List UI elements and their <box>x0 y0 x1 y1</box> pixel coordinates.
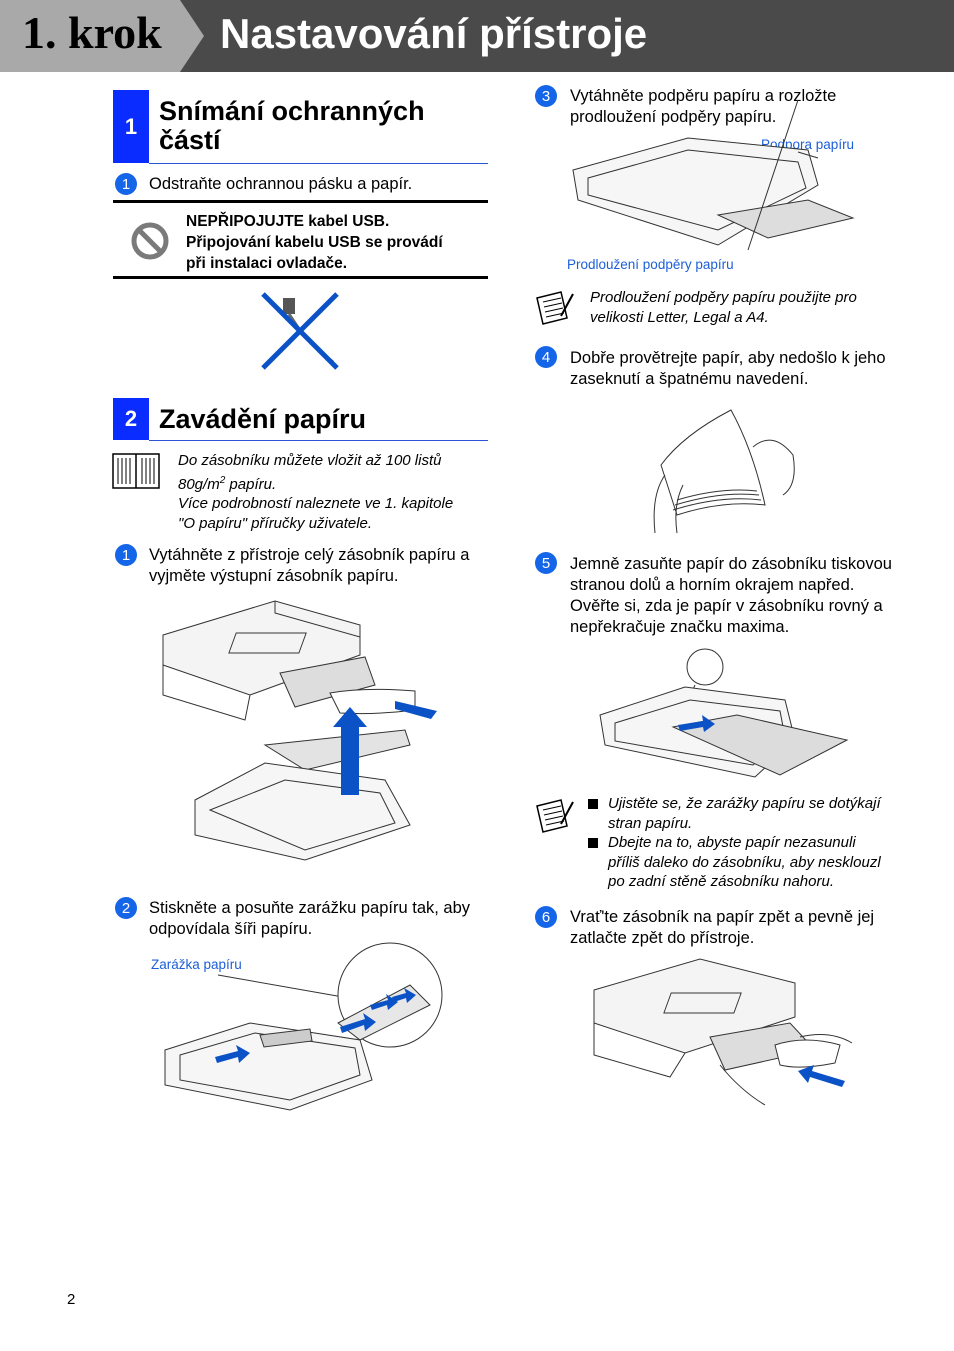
memo-note-icon <box>536 799 574 833</box>
step-bullet: 2 <box>115 897 137 919</box>
caption-support-extension: Prodloužení podpěry papíru <box>567 257 734 272</box>
note-superscript: 2 <box>219 474 226 486</box>
step-line: Vytáhněte z přístroje celý zásobník papí… <box>149 546 470 564</box>
step-line: zaseknutí a špatnému navedení. <box>570 370 809 388</box>
section-rule <box>149 163 488 164</box>
warning-line: NEPŘIPOJUJTE kabel USB. <box>186 213 390 230</box>
info-note: Ujistěte se, že zarážky papíru se dotýka… <box>588 794 881 892</box>
step-bullet: 3 <box>535 85 557 107</box>
step-line: nepřekračuje značku maxima. <box>570 618 790 636</box>
note-fragment: 80g/m <box>178 475 220 493</box>
step-text: Vrať'te zásobník na papír zpět a pevně j… <box>570 907 874 949</box>
note-line: Prodloužení podpěry papíru použijte pro <box>590 289 857 306</box>
step-line: Stiskněte a posuňte zarážku papíru tak, … <box>149 899 471 917</box>
step-line: Ověřte si, zda je papír v zásobníku rovn… <box>570 597 883 615</box>
note-line: Dbejte na to, abyste papír nezasunuli <box>608 834 856 851</box>
note-line: příliš daleko do zásobníku, aby nesklouz… <box>608 853 881 871</box>
page-number: 2 <box>67 1291 76 1308</box>
note-line: Do zásobníku můžete vložit až 100 listů <box>178 452 442 469</box>
memo-note-icon <box>536 291 574 325</box>
note-fragment: papíru. <box>225 475 277 493</box>
section-rule <box>149 440 488 441</box>
step-text: Stiskněte a posuňte zarážku papíru tak, … <box>149 898 470 940</box>
step-bullet: 1 <box>115 544 137 566</box>
warning-line: při instalaci ovladače. <box>186 255 348 272</box>
warning-rule-bottom <box>113 276 488 279</box>
step-line: Dobře provětrejte papír, aby nedošlo k j… <box>570 349 886 367</box>
note-line: Ujistěte se, že zarážky papíru se dotýka… <box>608 795 881 812</box>
section-title-line: Snímání ochranných <box>159 96 425 126</box>
step-text: Odstraňte ochrannou pásku a papír. <box>149 175 413 193</box>
info-note: Do zásobníku můžete vložit až 100 listů … <box>178 451 453 533</box>
usb-cross-icon <box>261 292 339 370</box>
section-title: Zavádění papíru <box>159 404 367 434</box>
note-line: velikosti Letter, Legal a A4. <box>590 308 769 326</box>
step-line: prodloužení podpěry papíru. <box>570 108 777 126</box>
step-bullet: 6 <box>535 906 557 928</box>
step-label: 1. krok <box>22 7 162 58</box>
note-line: po zadní stěně zásobníku nahoru. <box>608 873 834 890</box>
step-bullet: 4 <box>535 346 557 368</box>
note-line: 80g/m2 papíru. <box>178 471 453 495</box>
step-line: Jemně zasuňte papír do zásobníku tiskovo… <box>570 555 892 573</box>
step-line: Vytáhněte podpěru papíru a rozložte <box>570 87 837 105</box>
section-number: 2 <box>113 398 149 440</box>
step-tab <box>0 0 204 72</box>
step-line: odpovídala šíři papíru. <box>149 920 313 938</box>
warning-rule-top <box>113 200 488 203</box>
step-text: Vytáhněte podpěru papíru a rozložte prod… <box>570 86 836 128</box>
step-line: zatlačte zpět do přístroje. <box>570 929 755 947</box>
note-line: "O papíru" příručky uživatele. <box>178 514 373 532</box>
info-note: Prodloužení podpěry papíru použijte pro … <box>590 288 857 327</box>
warning-line: Připojování kabelu USB se provádí <box>186 234 443 251</box>
printer-tray-illustration <box>162 600 437 861</box>
no-entry-icon <box>131 222 169 260</box>
note-line: Více podrobností naleznete ve 1. kapitol… <box>178 495 454 512</box>
caption-paper-guide: Zarážka papíru <box>151 957 242 972</box>
step-line: Vrať'te zásobník na papír zpět a pevně j… <box>570 908 875 926</box>
fan-paper-illustration <box>653 409 795 534</box>
insert-tray-illustration <box>593 958 853 1106</box>
warning-text: NEPŘIPOJUJTE kabel USB. Připojování kabe… <box>186 211 443 274</box>
section-title-line: částí <box>159 125 221 155</box>
step-bullet: 5 <box>535 552 557 574</box>
section-title: Snímání ochranných částí <box>159 97 425 155</box>
note-list-item: Dbejte na to, abyste papír nezasunuli př… <box>588 833 881 892</box>
step-text: Jemně zasuňte papír do zásobníku tiskovo… <box>570 554 892 638</box>
step-text: Dobře provětrejte papír, aby nedošlo k j… <box>570 348 886 390</box>
step-line: vyjměte výstupní zásobník papíru. <box>149 567 399 585</box>
page-title: Nastavování přístroje <box>220 10 648 57</box>
step-bullet: 1 <box>115 173 137 195</box>
paper-guide-illustration <box>164 942 443 1111</box>
step-text: Vytáhněte z přístroje celý zásobník papí… <box>149 545 469 587</box>
note-line: stran papíru. <box>608 814 693 832</box>
paper-support-illustration <box>572 99 855 251</box>
load-paper-illustration <box>599 648 849 778</box>
section-number: 1 <box>113 90 149 163</box>
step-line: stranou dolů a horním okrajem napřed. <box>570 576 855 594</box>
book-icon <box>112 453 160 489</box>
note-list-item: Ujistěte se, že zarážky papíru se dotýka… <box>588 794 881 833</box>
